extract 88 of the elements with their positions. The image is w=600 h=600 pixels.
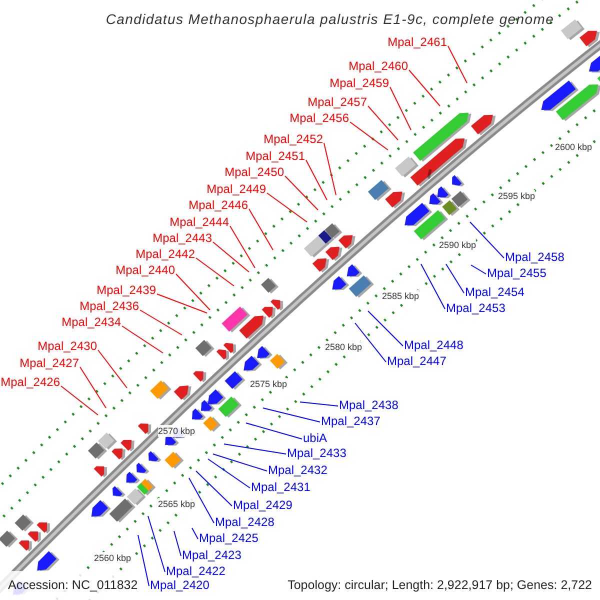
gene-label: Mpal_2422 xyxy=(166,563,226,579)
gene-label: Mpal_2425 xyxy=(199,530,258,546)
gene-label: Mpal_2447 xyxy=(387,353,446,369)
gene-label: Mpal_2449 xyxy=(206,181,266,197)
leader-line xyxy=(324,142,336,196)
gene-label: Mpal_2450 xyxy=(224,164,284,180)
gene-label: Mpal_2439 xyxy=(96,282,156,298)
gene-label: Mpal_2443 xyxy=(152,230,212,246)
leader-line xyxy=(306,160,328,200)
position-label: 2595 kbp xyxy=(498,190,536,202)
leader-line xyxy=(284,176,318,210)
leader-line xyxy=(446,264,464,294)
leader-line xyxy=(140,310,182,336)
leader-line xyxy=(470,264,486,274)
leader-line xyxy=(60,386,98,416)
gene-label: ubiA xyxy=(303,430,328,446)
position-label: 2560 kbp xyxy=(94,552,132,564)
leader-line xyxy=(188,478,214,524)
leader-line xyxy=(138,534,150,586)
gene-label: Mpal_2438 xyxy=(339,397,398,413)
leader-line xyxy=(368,310,404,346)
gene-label: Mpal_2455 xyxy=(487,265,546,281)
leader-line xyxy=(224,444,286,454)
leader-line xyxy=(212,242,250,272)
position-label: 2575 kbp xyxy=(250,378,288,390)
leader-line xyxy=(192,528,198,540)
gene-label: Mpal_2448 xyxy=(404,337,464,353)
gene-label: Mpal_2437 xyxy=(321,413,380,429)
gene-label: Mpal_2427 xyxy=(20,355,79,371)
gene-label: Mpal_2420 xyxy=(150,577,210,593)
leader-line xyxy=(300,402,338,406)
leader-line xyxy=(196,470,232,506)
leader-line xyxy=(208,458,250,488)
gene-label: Mpal_2432 xyxy=(268,462,328,478)
gene-label: Mpal_2460 xyxy=(348,58,408,74)
gene-label: Mpal_2459 xyxy=(330,75,389,91)
position-label: 2585 kbp xyxy=(382,290,420,302)
leader-line xyxy=(196,258,234,286)
gene-label: Mpal_2444 xyxy=(170,214,229,230)
leader-line xyxy=(350,122,388,150)
leader-line xyxy=(470,222,504,258)
gene-label: Mpal_2461 xyxy=(388,34,447,50)
gene-label: Mpal_2454 xyxy=(465,284,524,300)
leader-line xyxy=(408,70,440,106)
leader-line xyxy=(156,294,208,314)
gene-label: Mpal_2423 xyxy=(182,547,242,563)
gene-label: Mpal_2426 xyxy=(0,374,60,390)
gene-label: Mpal_2453 xyxy=(446,300,506,316)
leader-line xyxy=(262,408,320,422)
leader-line xyxy=(212,454,268,472)
leader-line xyxy=(122,326,164,354)
genome-info-text: Accession: NC_011832 xyxy=(8,577,138,594)
gene-label: Mpal_2434 xyxy=(62,314,121,330)
position-label: 2590 kbp xyxy=(439,239,476,251)
leader-line xyxy=(80,366,106,408)
gene-label: Mpal_2446 xyxy=(188,197,248,213)
position-label: 2580 kbp xyxy=(325,341,362,353)
leader-line xyxy=(230,226,256,268)
gene-label: Mpal_2428 xyxy=(215,514,274,530)
leader-line xyxy=(176,274,210,310)
gene-label: Mpal_2436 xyxy=(80,298,139,314)
leader-line xyxy=(420,264,446,310)
gene-label: Mpal_2456 xyxy=(290,110,349,126)
gene-label: Mpal_2452 xyxy=(264,131,323,147)
gene-label: Mpal_2457 xyxy=(308,94,367,110)
leader-line xyxy=(248,208,274,250)
gene-label: Mpal_2431 xyxy=(251,479,310,495)
leader-line xyxy=(368,106,398,140)
leader-line xyxy=(390,86,412,130)
leader-line xyxy=(448,46,468,84)
gene-label: Mpal_2458 xyxy=(505,249,564,265)
gene-label: Mpal_2451 xyxy=(246,148,305,164)
leader-line xyxy=(246,422,302,440)
gene-label: Mpal_2440 xyxy=(116,262,175,278)
gene-label: Mpal_2433 xyxy=(287,445,346,461)
position-label: 2565 kbp xyxy=(158,498,196,510)
gene-label: Mpal_2442 xyxy=(136,246,195,262)
leader-line xyxy=(266,192,308,222)
leader-line xyxy=(98,350,128,388)
gene-label: Mpal_2429 xyxy=(233,497,292,513)
leader-line xyxy=(174,530,182,556)
leader-line xyxy=(354,322,386,362)
position-label: 2600 kbp xyxy=(555,141,592,153)
leader-line xyxy=(148,516,166,572)
gene-label: Mpal_2430 xyxy=(38,338,97,354)
map-title: Candidatus Methanosphaerula palustris E1-9c, complete genome xyxy=(104,10,556,29)
position-label: 2570 kbp xyxy=(158,425,196,437)
genome-info-text: Topology: circular; Length: 2,922,917 bp; Genes: 2,722 xyxy=(288,577,592,594)
